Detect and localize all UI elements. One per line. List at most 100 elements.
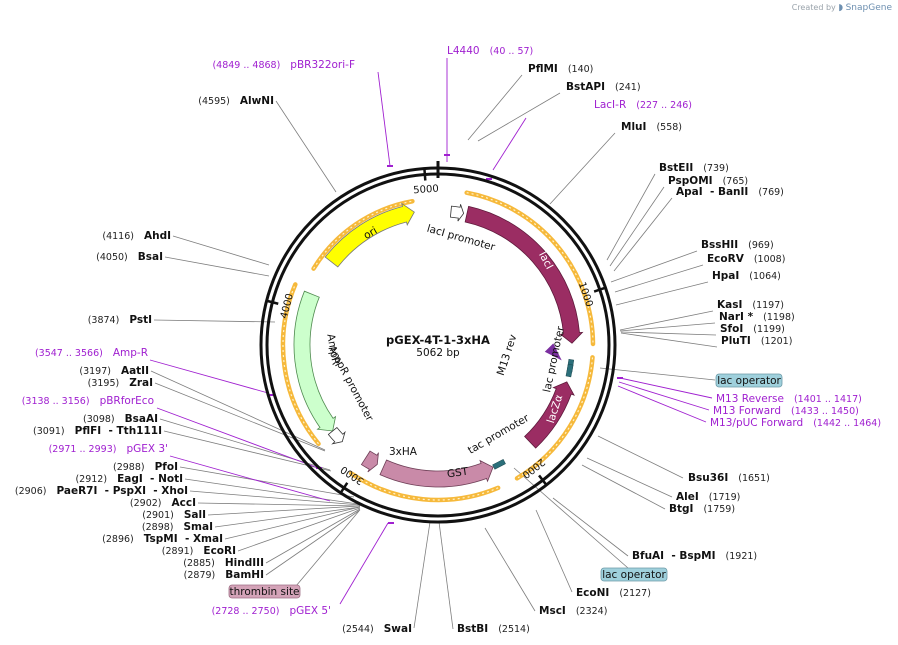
enzyme-label-pspomi[interactable]: PspOMI(765) — [668, 175, 748, 187]
primer-leader-line — [169, 455, 331, 502]
enzyme-labels: PflMI(140) BstAPI(241) MluI(558) BstEII(… — [457, 63, 795, 635]
enzyme-leader-line — [467, 74, 523, 141]
enzyme-leader-line — [172, 235, 270, 266]
enzyme-label-acci[interactable]: (2902)AccI — [130, 497, 196, 509]
primer-labels: L4440(40 .. 57) (4849 .. 4868)pBR322ori-… — [22, 45, 881, 617]
primer-label-m13-reverse[interactable]: M13 Reverse(1401 .. 1417) — [716, 393, 862, 405]
feature-ampr — [293, 290, 337, 432]
enzyme-label-ecori[interactable]: (2891)EcoRI — [162, 545, 236, 557]
enzyme-label-bstbi[interactable]: BstBI(2514) — [457, 623, 530, 635]
primer-label-pbrforeco[interactable]: (3138 .. 3156)pBRforEco — [22, 395, 154, 407]
enzyme-label-bsu36i[interactable]: Bsu36I(1651) — [688, 472, 770, 484]
enzyme-label-bfuai-bspmi[interactable]: BfuAI - BspMI(1921) — [632, 550, 757, 562]
primer-leader-line — [156, 407, 319, 469]
primer-label-pgex-5[interactable]: (2728 .. 2750)pGEX 5' — [212, 605, 331, 617]
orf-arc-dash — [350, 472, 499, 501]
enzyme-label-kasi[interactable]: KasI(1197) — [717, 299, 784, 311]
lac-operator-box-2[interactable]: lac operator — [600, 567, 668, 582]
lac-operator-mark — [565, 363, 574, 378]
enzyme-label-aatii[interactable]: (3197)AatII — [79, 365, 149, 377]
enzyme-label-alwni[interactable]: (4595)AlwNI — [198, 95, 274, 107]
tick-2000 — [538, 474, 548, 486]
feature-ori — [324, 202, 415, 268]
tick-3000 — [339, 482, 349, 494]
enzyme-leader-line — [275, 100, 337, 193]
enzyme-label-pflmi[interactable]: PflMI(140) — [528, 63, 593, 75]
enzyme-label-apai-banii[interactable]: ApaI - BanII(769) — [676, 186, 784, 198]
primer-label-laci-r[interactable]: LacI-R(227 .. 246) — [594, 99, 692, 111]
enzyme-label-nari[interactable]: NarI *(1198) — [719, 311, 795, 323]
primer-label-m13-puc-forward[interactable]: M13/pUC Forward(1442 .. 1464) — [710, 417, 881, 429]
enzyme-leader-line — [265, 508, 361, 564]
enzyme-label-zrai[interactable]: (3195)ZraI — [88, 377, 153, 389]
enzyme-label-bsshii[interactable]: BssHII(969) — [701, 239, 774, 251]
primer-label-pgex-3[interactable]: (2971 .. 2993)pGEX 3' — [49, 443, 168, 455]
enzyme-label-pflfi-tth111i[interactable]: (3091)PflFI - Tth111I — [33, 425, 162, 437]
enzyme-label-psti[interactable]: (3874)PstI — [88, 314, 152, 326]
feature-label-amprprom: AmpR promoter — [326, 344, 376, 424]
feature-gst — [379, 459, 494, 488]
tick-label-3000: 3000 — [339, 463, 366, 486]
enzyme-leader-line — [197, 502, 361, 507]
orf-arc — [514, 355, 595, 481]
primer-label-l4440[interactable]: L4440(40 .. 57) — [447, 45, 533, 57]
primer-label-amp-r[interactable]: (3547 .. 3566)Amp-R — [35, 347, 148, 359]
enzyme-label-smai[interactable]: (2898)SmaI — [142, 521, 213, 533]
enzyme-leader-line — [224, 506, 361, 540]
enzyme-leader-line — [610, 250, 698, 283]
enzyme-leader-line — [150, 370, 326, 451]
enzyme-label-ecorv[interactable]: EcoRV(1008) — [707, 253, 785, 265]
enzyme-label-econi[interactable]: EcoNI(2127) — [576, 587, 651, 599]
enzyme-label-bamhi[interactable]: (2879)BamHI — [184, 569, 264, 581]
enzyme-label-hpai[interactable]: HpaI(1064) — [712, 270, 781, 282]
enzyme-label-hindiii[interactable]: (2885)HindIII — [183, 557, 264, 569]
enzyme-leader-line — [413, 521, 431, 629]
primer-label-m13-forward[interactable]: M13 Forward(1433 .. 1450) — [713, 405, 859, 417]
enzyme-leader-line — [153, 319, 276, 323]
orf-arc-dash — [282, 284, 319, 445]
enzyme-label-tspmi-xmai[interactable]: (2896)TspMI - XmaI — [102, 533, 223, 545]
primer-leader-line — [619, 377, 713, 399]
enzyme-label-bsteii[interactable]: BstEII(739) — [659, 162, 729, 174]
enzyme-label-msci[interactable]: MscI(2324) — [539, 605, 607, 617]
enzyme-leader-line — [265, 509, 361, 576]
boxed-labels: lac operator lac operator thrombin site — [228, 373, 783, 599]
thrombin-site-box[interactable]: thrombin site — [228, 584, 301, 599]
enzyme-label-btgi[interactable]: BtgI(1759) — [669, 503, 735, 515]
enzyme-leader-line — [597, 435, 684, 479]
enzyme-label-ahdi[interactable]: (4116)AhdI — [102, 230, 171, 242]
enzyme-label-bsai[interactable]: (4050)BsaI — [96, 251, 163, 263]
enzyme-label-pfoi[interactable]: (2988)PfoI — [113, 461, 178, 473]
feature-laciprom — [449, 204, 465, 222]
svg-text:lac operator: lac operator — [602, 569, 666, 581]
primer-leader-line — [618, 381, 710, 411]
snapgene-brand: SnapGene — [845, 3, 892, 13]
enzyme-label-alei[interactable]: AleI(1719) — [676, 491, 740, 503]
enzyme-labels-left: (2544)SwaI (2879)BamHI (2885)HindIII (28… — [15, 95, 412, 635]
enzyme-label-mlui[interactable]: MluI(558) — [621, 121, 682, 133]
center-label: pGEX-4T-1-3xHA 5062 bp — [386, 333, 490, 359]
enzyme-label-paer7i-pspxi-xhoi[interactable]: (2906)PaeR7I - PspXI - XhoI — [15, 485, 188, 497]
snapgene-logo-icon: ◗ — [838, 3, 844, 13]
enzyme-label-sfoi[interactable]: SfoI(1199) — [720, 323, 785, 335]
enzyme-leader-line — [620, 332, 718, 348]
tick-1000 — [593, 286, 606, 293]
enzyme-label-pluti[interactable]: PluTI(1201) — [721, 335, 792, 347]
primer-label-pbr322ori-f[interactable]: (4849 .. 4868)pBR322ori-F — [212, 59, 355, 71]
enzyme-label-sali[interactable]: (2901)SalI — [142, 509, 206, 521]
enzyme-label-swai[interactable]: (2544)SwaI — [342, 623, 412, 635]
enzyme-leader-line — [552, 497, 629, 557]
enzyme-label-bstapi[interactable]: BstAPI(241) — [566, 81, 641, 93]
enzyme-leader-line — [581, 464, 666, 510]
enzyme-leader-line — [586, 457, 673, 498]
primer-leader-line — [377, 71, 391, 167]
lac-operator-box-1[interactable]: lac operator — [715, 373, 783, 388]
lac-operator-leader-line-2 — [513, 467, 629, 569]
enzyme-leader-line — [549, 132, 616, 205]
enzyme-label-eagi-noti[interactable]: (2912)EagI - NotI — [75, 473, 183, 485]
orf-arcs — [280, 190, 596, 503]
enzyme-label-bsaai[interactable]: (3098)BsaAI — [83, 413, 158, 425]
feature-lacza — [524, 381, 575, 449]
enzyme-leader-line — [613, 197, 673, 272]
